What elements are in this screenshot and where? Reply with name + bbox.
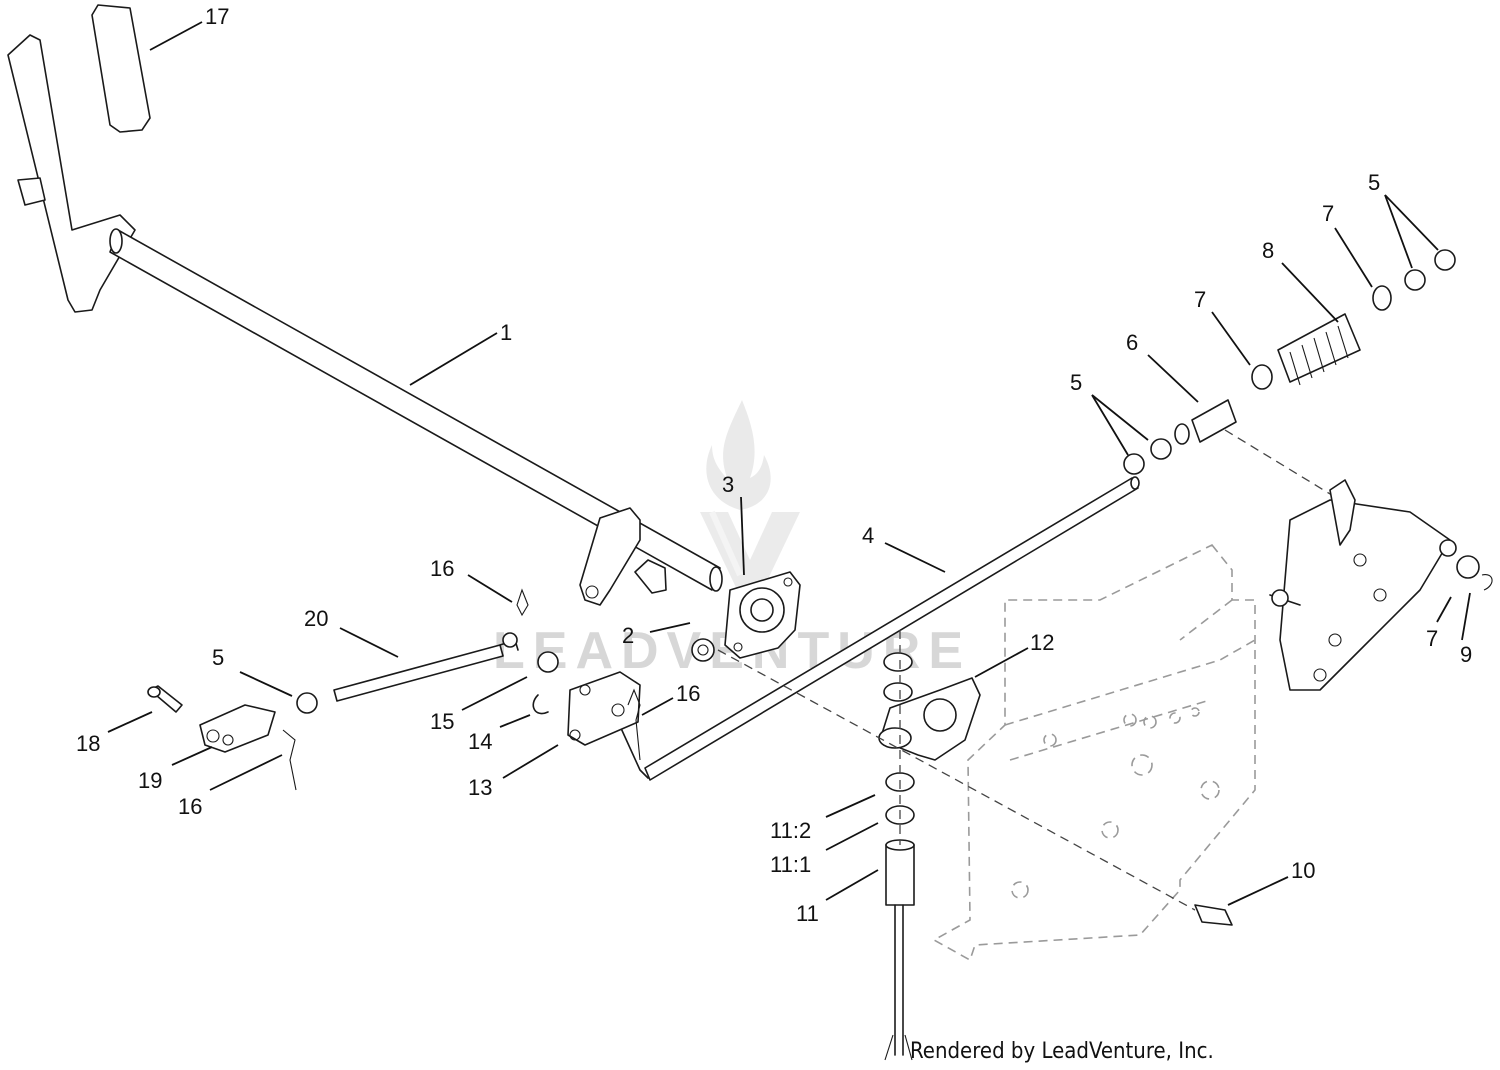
spring-assembly (1123, 249, 1456, 501)
callout-19: 19 (138, 768, 162, 793)
alignment-lines (717, 649, 1196, 911)
bearing-flange (724, 571, 801, 659)
callout-5c: 5 (1368, 170, 1380, 195)
callout-5a: 5 (212, 645, 224, 670)
callout-11: 11 (796, 901, 819, 926)
callout-2: 2 (622, 623, 634, 648)
hex-nut (691, 638, 715, 662)
callout-7c: 7 (1426, 626, 1438, 651)
render-credit: Rendered by LeadVenture, Inc. (910, 1039, 1214, 1064)
brake-rod (614, 476, 1140, 781)
callout-11-2: 11:2 (770, 818, 811, 843)
callout-8: 8 (1262, 238, 1274, 263)
callout-16b: 16 (178, 794, 202, 819)
callout-4: 4 (862, 523, 874, 548)
hex-bolt (1194, 904, 1233, 926)
callout-16c: 16 (676, 681, 700, 706)
callout-20: 20 (304, 606, 328, 631)
brake-arm-assembly (1269, 479, 1493, 691)
callout-11-1: 11:1 (770, 852, 811, 877)
callout-18: 18 (76, 731, 100, 756)
callout-5b: 5 (1070, 370, 1082, 395)
callout-6: 6 (1126, 330, 1138, 355)
callout-13: 13 (468, 775, 492, 800)
callout-1: 1 (500, 320, 512, 345)
mounting-plate-outline (932, 543, 1256, 962)
watermark-logo (700, 400, 800, 600)
callout-leaders (107, 21, 1471, 906)
callout-9: 9 (1460, 642, 1472, 667)
callout-labels: 17 1 3 2 16 20 5 18 19 16 15 14 13 16 4 … (76, 4, 1472, 926)
callout-16a: 16 (430, 556, 454, 581)
callout-12: 12 (1030, 630, 1054, 655)
callout-10: 10 (1291, 858, 1315, 883)
callout-14: 14 (468, 729, 492, 754)
callout-3: 3 (722, 472, 734, 497)
callout-7b: 7 (1322, 201, 1334, 226)
pedal-shaft-assembly (7, 4, 723, 606)
callout-17: 17 (205, 4, 229, 29)
callout-15: 15 (430, 709, 454, 734)
switch-assembly (878, 630, 981, 1061)
linkage-assembly (147, 588, 641, 791)
callout-7a: 7 (1194, 287, 1206, 312)
